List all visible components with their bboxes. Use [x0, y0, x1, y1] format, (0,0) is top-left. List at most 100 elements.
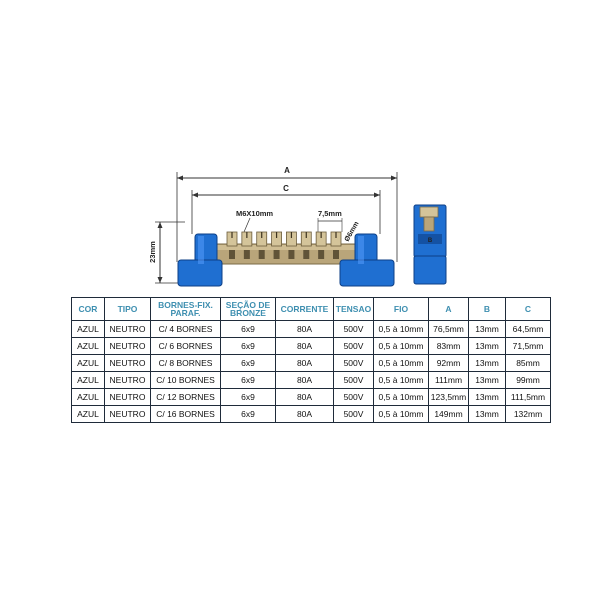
header-bornes: BORNES-FIX. PARAF.: [150, 297, 221, 321]
cell-a: 83mm: [428, 337, 469, 355]
cell-secao: 6x9: [220, 354, 276, 372]
terminal-screw: [300, 231, 312, 259]
cell-b: 13mm: [468, 337, 506, 355]
cell-fio: 0,5 à 10mm: [373, 388, 429, 406]
cell-tensao: 500V: [333, 388, 374, 406]
left-insulator: [177, 233, 223, 287]
cell-secao: 6x9: [220, 405, 276, 423]
header-b: B: [468, 297, 506, 321]
header-c: C: [505, 297, 551, 321]
cell-tipo: NEUTRO: [104, 388, 151, 406]
cell-bornes: C/ 6 BORNES: [150, 337, 221, 355]
cell-a: 76,5mm: [428, 320, 469, 338]
terminal-screw: [286, 231, 297, 259]
dim-a-label: A: [284, 166, 290, 175]
side-screw-head: [419, 206, 439, 218]
cell-tipo: NEUTRO: [104, 354, 151, 372]
cell-a: 149mm: [428, 405, 469, 423]
cell-cor: AZUL: [71, 354, 105, 372]
cell-b: 13mm: [468, 405, 506, 423]
cell-tipo: NEUTRO: [104, 320, 151, 338]
cell-fio: 0,5 à 10mm: [373, 354, 429, 372]
cell-bornes: C/ 12 BORNES: [150, 388, 221, 406]
dimension-c: C: [191, 184, 381, 234]
header-tensao: TENSAO: [333, 297, 374, 321]
cell-tensao: 500V: [333, 320, 374, 338]
specs-table: COR TIPO BORNES-FIX. PARAF. SEÇÃO DE BRO…: [71, 297, 551, 423]
cell-tensao: 500V: [333, 371, 374, 389]
terminal-screws: [226, 231, 342, 259]
cell-a: 92mm: [428, 354, 469, 372]
cell-cor: AZUL: [71, 371, 105, 389]
cell-bornes: C/ 16 BORNES: [150, 405, 221, 423]
cell-b: 13mm: [468, 371, 506, 389]
cell-secao: 6x9: [220, 371, 276, 389]
dimension-a: A: [176, 166, 398, 262]
cell-corrente: 80A: [275, 337, 334, 355]
cell-corrente: 80A: [275, 388, 334, 406]
cell-b: 13mm: [468, 354, 506, 372]
pitch-label: 7,5mm: [318, 209, 342, 218]
screw-label: M6X10mm: [236, 209, 273, 218]
cell-tipo: NEUTRO: [104, 337, 151, 355]
header-tipo: TIPO: [104, 297, 151, 321]
right-insulator: [339, 233, 395, 287]
dimension-height: 23mm: [148, 221, 185, 284]
cell-a: 111mm: [428, 371, 469, 389]
cell-corrente: 80A: [275, 371, 334, 389]
header-secao: SEÇÃO DE BRONZE: [220, 297, 276, 321]
busbar-front-view: [177, 231, 395, 287]
cell-bornes: C/ 4 BORNES: [150, 320, 221, 338]
cell-bornes: C/ 8 BORNES: [150, 354, 221, 372]
cell-tipo: NEUTRO: [104, 405, 151, 423]
cell-secao: 6x9: [220, 320, 276, 338]
cell-tensao: 500V: [333, 354, 374, 372]
cell-b: 13mm: [468, 320, 506, 338]
cell-c: 99mm: [505, 371, 551, 389]
cell-secao: 6x9: [220, 337, 276, 355]
busbar-side-view: B: [413, 204, 447, 285]
cell-c: 64,5mm: [505, 320, 551, 338]
cell-c: 132mm: [505, 405, 551, 423]
cell-tensao: 500V: [333, 405, 374, 423]
cell-corrente: 80A: [275, 354, 334, 372]
cell-cor: AZUL: [71, 320, 105, 338]
cell-corrente: 80A: [275, 405, 334, 423]
terminal-screw: [330, 231, 342, 259]
cell-cor: AZUL: [71, 388, 105, 406]
header-a: A: [428, 297, 469, 321]
cell-secao: 6x9: [220, 388, 276, 406]
dim-c-label: C: [283, 184, 289, 193]
cell-corrente: 80A: [275, 320, 334, 338]
table-header-row: COR TIPO BORNES-FIX. PARAF. SEÇÃO DE BRO…: [71, 297, 551, 321]
cell-b: 13mm: [468, 388, 506, 406]
terminal-screw: [256, 231, 268, 259]
terminal-screw: [226, 231, 238, 259]
dim-b-label: B: [428, 238, 433, 244]
cell-cor: AZUL: [71, 405, 105, 423]
cell-c: 85mm: [505, 354, 551, 372]
cell-tensao: 500V: [333, 337, 374, 355]
header-cor: COR: [71, 297, 105, 321]
dim-height-label: 23mm: [148, 241, 157, 263]
cell-bornes: C/ 10 BORNES: [150, 371, 221, 389]
cell-a: 123,5mm: [428, 388, 469, 406]
terminal-screw: [315, 231, 327, 259]
cell-fio: 0,5 à 10mm: [373, 371, 429, 389]
cell-tipo: NEUTRO: [104, 371, 151, 389]
cell-cor: AZUL: [71, 337, 105, 355]
terminal-screw: [271, 231, 282, 259]
cell-fio: 0,5 à 10mm: [373, 405, 429, 423]
header-fio: FIO: [373, 297, 429, 321]
cell-c: 111,5mm: [505, 388, 551, 406]
cell-fio: 0,5 à 10mm: [373, 337, 429, 355]
terminal-screw: [241, 231, 253, 259]
